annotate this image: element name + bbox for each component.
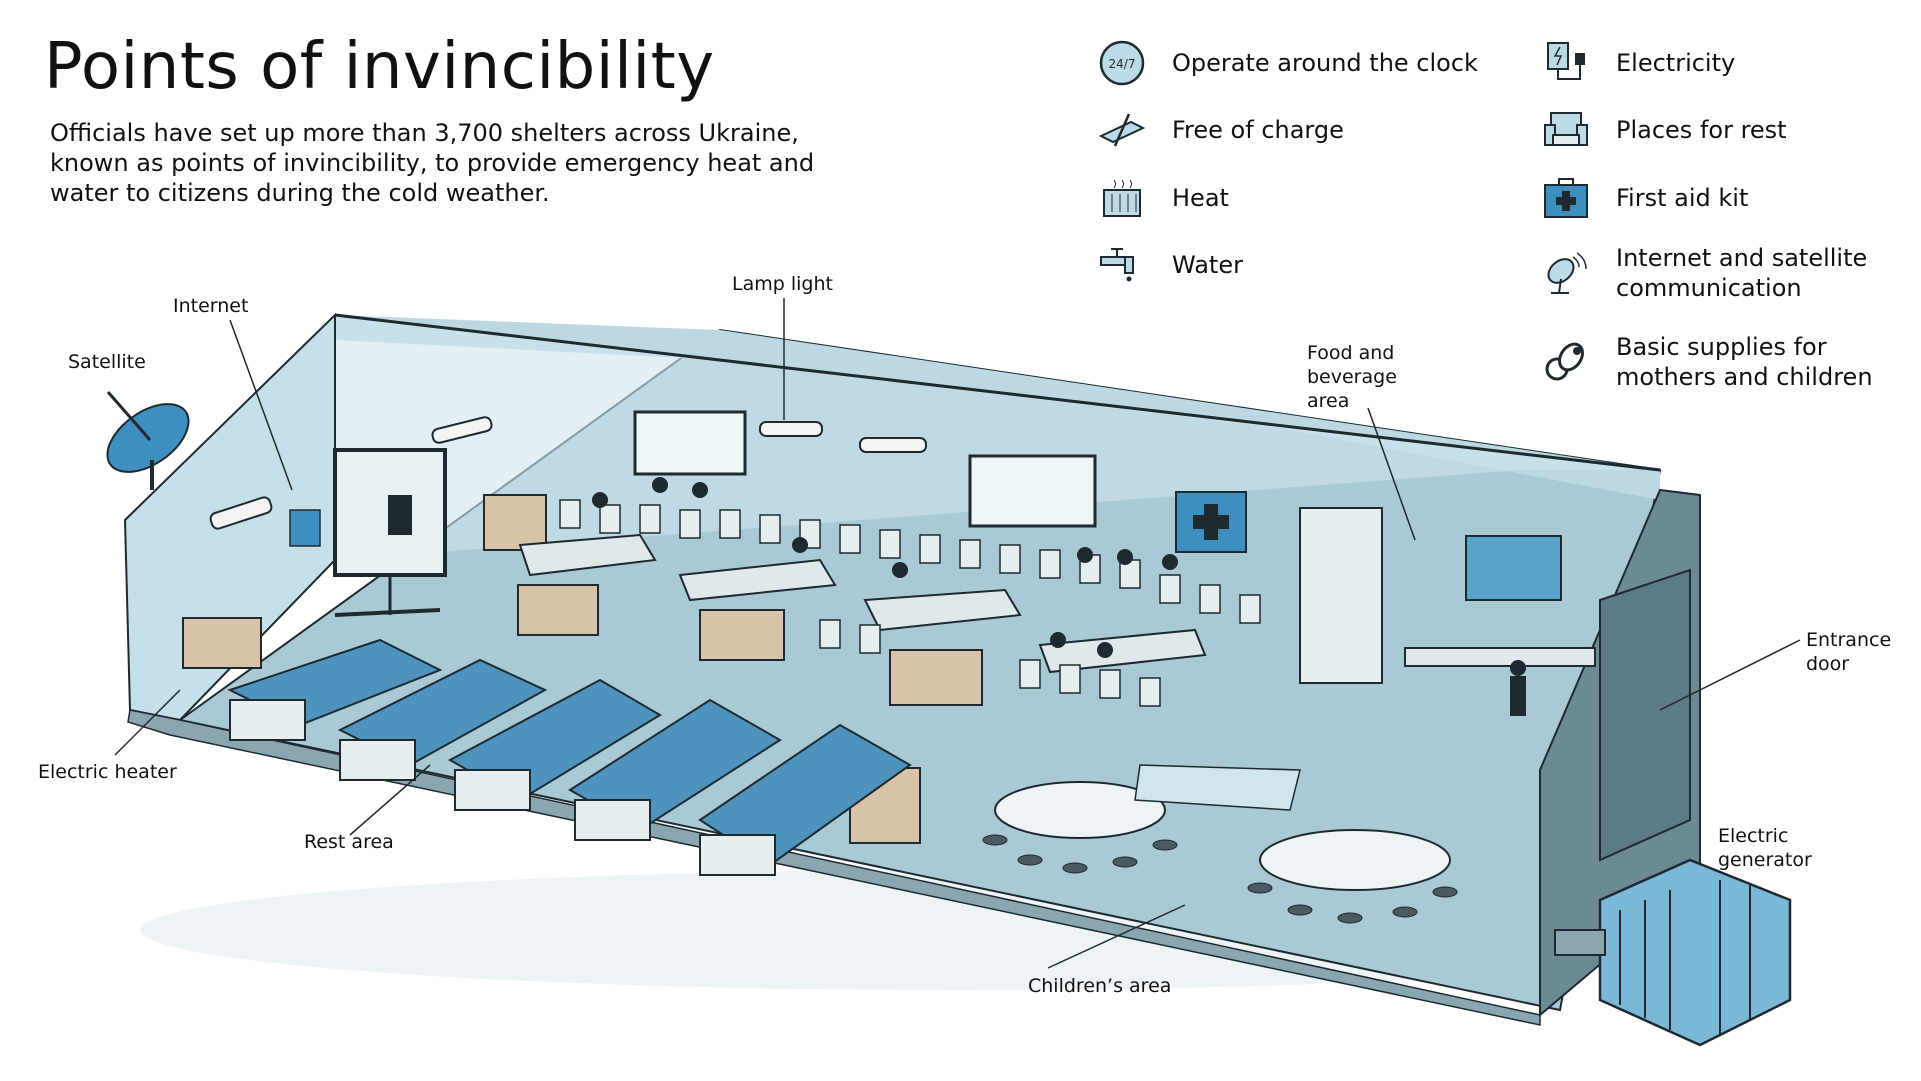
legend-clock-label: Operate around the clock [1172,49,1478,77]
legend-water-label: Water [1172,251,1243,279]
legend-firstaid-label: First aid kit [1616,184,1749,212]
power-plug-icon [1538,35,1594,91]
callout-childrens-area: Children’s area [1028,975,1172,997]
callout-food-beverage: Food and beverage area [1307,342,1397,412]
callout-entrance-door: Entrance door [1806,629,1892,675]
legend-electricity: Electricity [1538,35,1735,91]
wall-first-aid-box [1175,491,1247,553]
wall-lamps [209,416,927,530]
rest-area-beds [227,638,912,876]
router-box [289,509,321,547]
legend-firstaid: First aid kit [1538,170,1748,226]
childrens-area [982,764,1458,924]
water-tap-icon [1094,237,1150,293]
armchair-icon [1538,102,1594,158]
callout-electric-heater: Electric heater [38,761,177,783]
clock-24-7-icon: 24/7 [1094,35,1150,91]
legend-heat: Heat [1094,170,1229,226]
entrance-door [1599,568,1691,862]
legend-water: Water [1094,237,1243,293]
legend-supplies-label: Basic supplies for mothers and children [1616,333,1873,391]
satellite-dish [106,391,190,490]
back-wall-surface [335,315,1660,560]
page-title: Points of invincibility [44,30,715,104]
legend-clock: 24/7 Operate around the clock [1094,35,1478,91]
wall-top-edge [334,313,1661,472]
legend-rest: Places for rest [1538,102,1787,158]
first-aid-kit-icon [1538,170,1594,226]
callout-lines [114,298,1801,969]
svg-text:24/7: 24/7 [1109,57,1136,71]
people [592,477,1526,716]
legend-heat-label: Heat [1172,184,1229,212]
legend-electricity-label: Electricity [1616,49,1736,77]
dining-tables [518,533,1207,674]
callout-internet: Internet [173,295,249,317]
tv-screen [333,448,447,617]
windows [633,410,1097,528]
intro-text: Officials have set up more than 3,700 sh… [50,119,815,207]
legend-free-label: Free of charge [1172,116,1344,144]
callout-electric-generator: Electric generator [1718,825,1812,871]
radiator-icon [1094,170,1150,226]
legend-supplies: Basic supplies for mothers and children [1538,332,1873,392]
fridge [1299,507,1383,684]
callout-rest-area: Rest area [304,831,394,853]
info-board [1465,535,1562,601]
legend-free: Free of charge [1094,102,1344,158]
satellite-dish-icon [1538,245,1594,301]
callout-lamp-light: Lamp light [732,273,833,295]
food-table [1404,647,1596,667]
crossed-money-icon [1094,102,1150,158]
electric-generator [1554,858,1792,1047]
pacifier-icon [1538,334,1594,390]
callout-satellite: Satellite [68,351,146,373]
legend-rest-label: Places for rest [1616,116,1787,144]
legend-internet-label: Internet and satellite communication [1616,244,1868,302]
legend-internet: Internet and satellite communication [1538,243,1867,303]
